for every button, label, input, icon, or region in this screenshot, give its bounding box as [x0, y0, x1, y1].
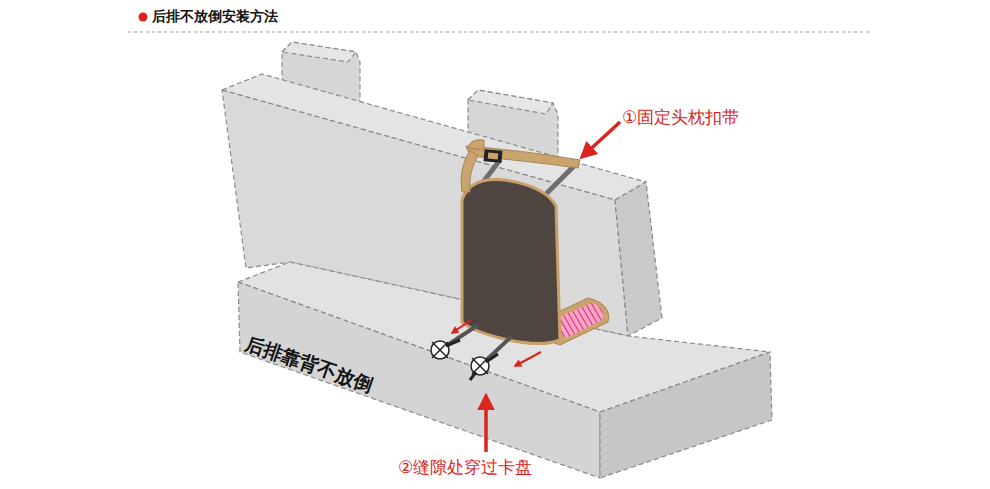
callout-arrow — [484, 396, 488, 452]
callout-label: ①固定头枕扣带 — [622, 106, 739, 129]
diagram-title: 后排不放倒安装方法 — [152, 8, 278, 26]
seat-label: 后排靠背不放倒 — [242, 331, 376, 399]
title-bullet — [139, 13, 148, 22]
rear-seat — [222, 42, 772, 478]
callout-arrow — [582, 122, 620, 157]
child-seat — [431, 160, 609, 380]
header-rule — [128, 32, 870, 33]
headrest-strap — [461, 140, 580, 192]
callout-label: ②缝隙处穿过卡盘 — [398, 456, 532, 479]
